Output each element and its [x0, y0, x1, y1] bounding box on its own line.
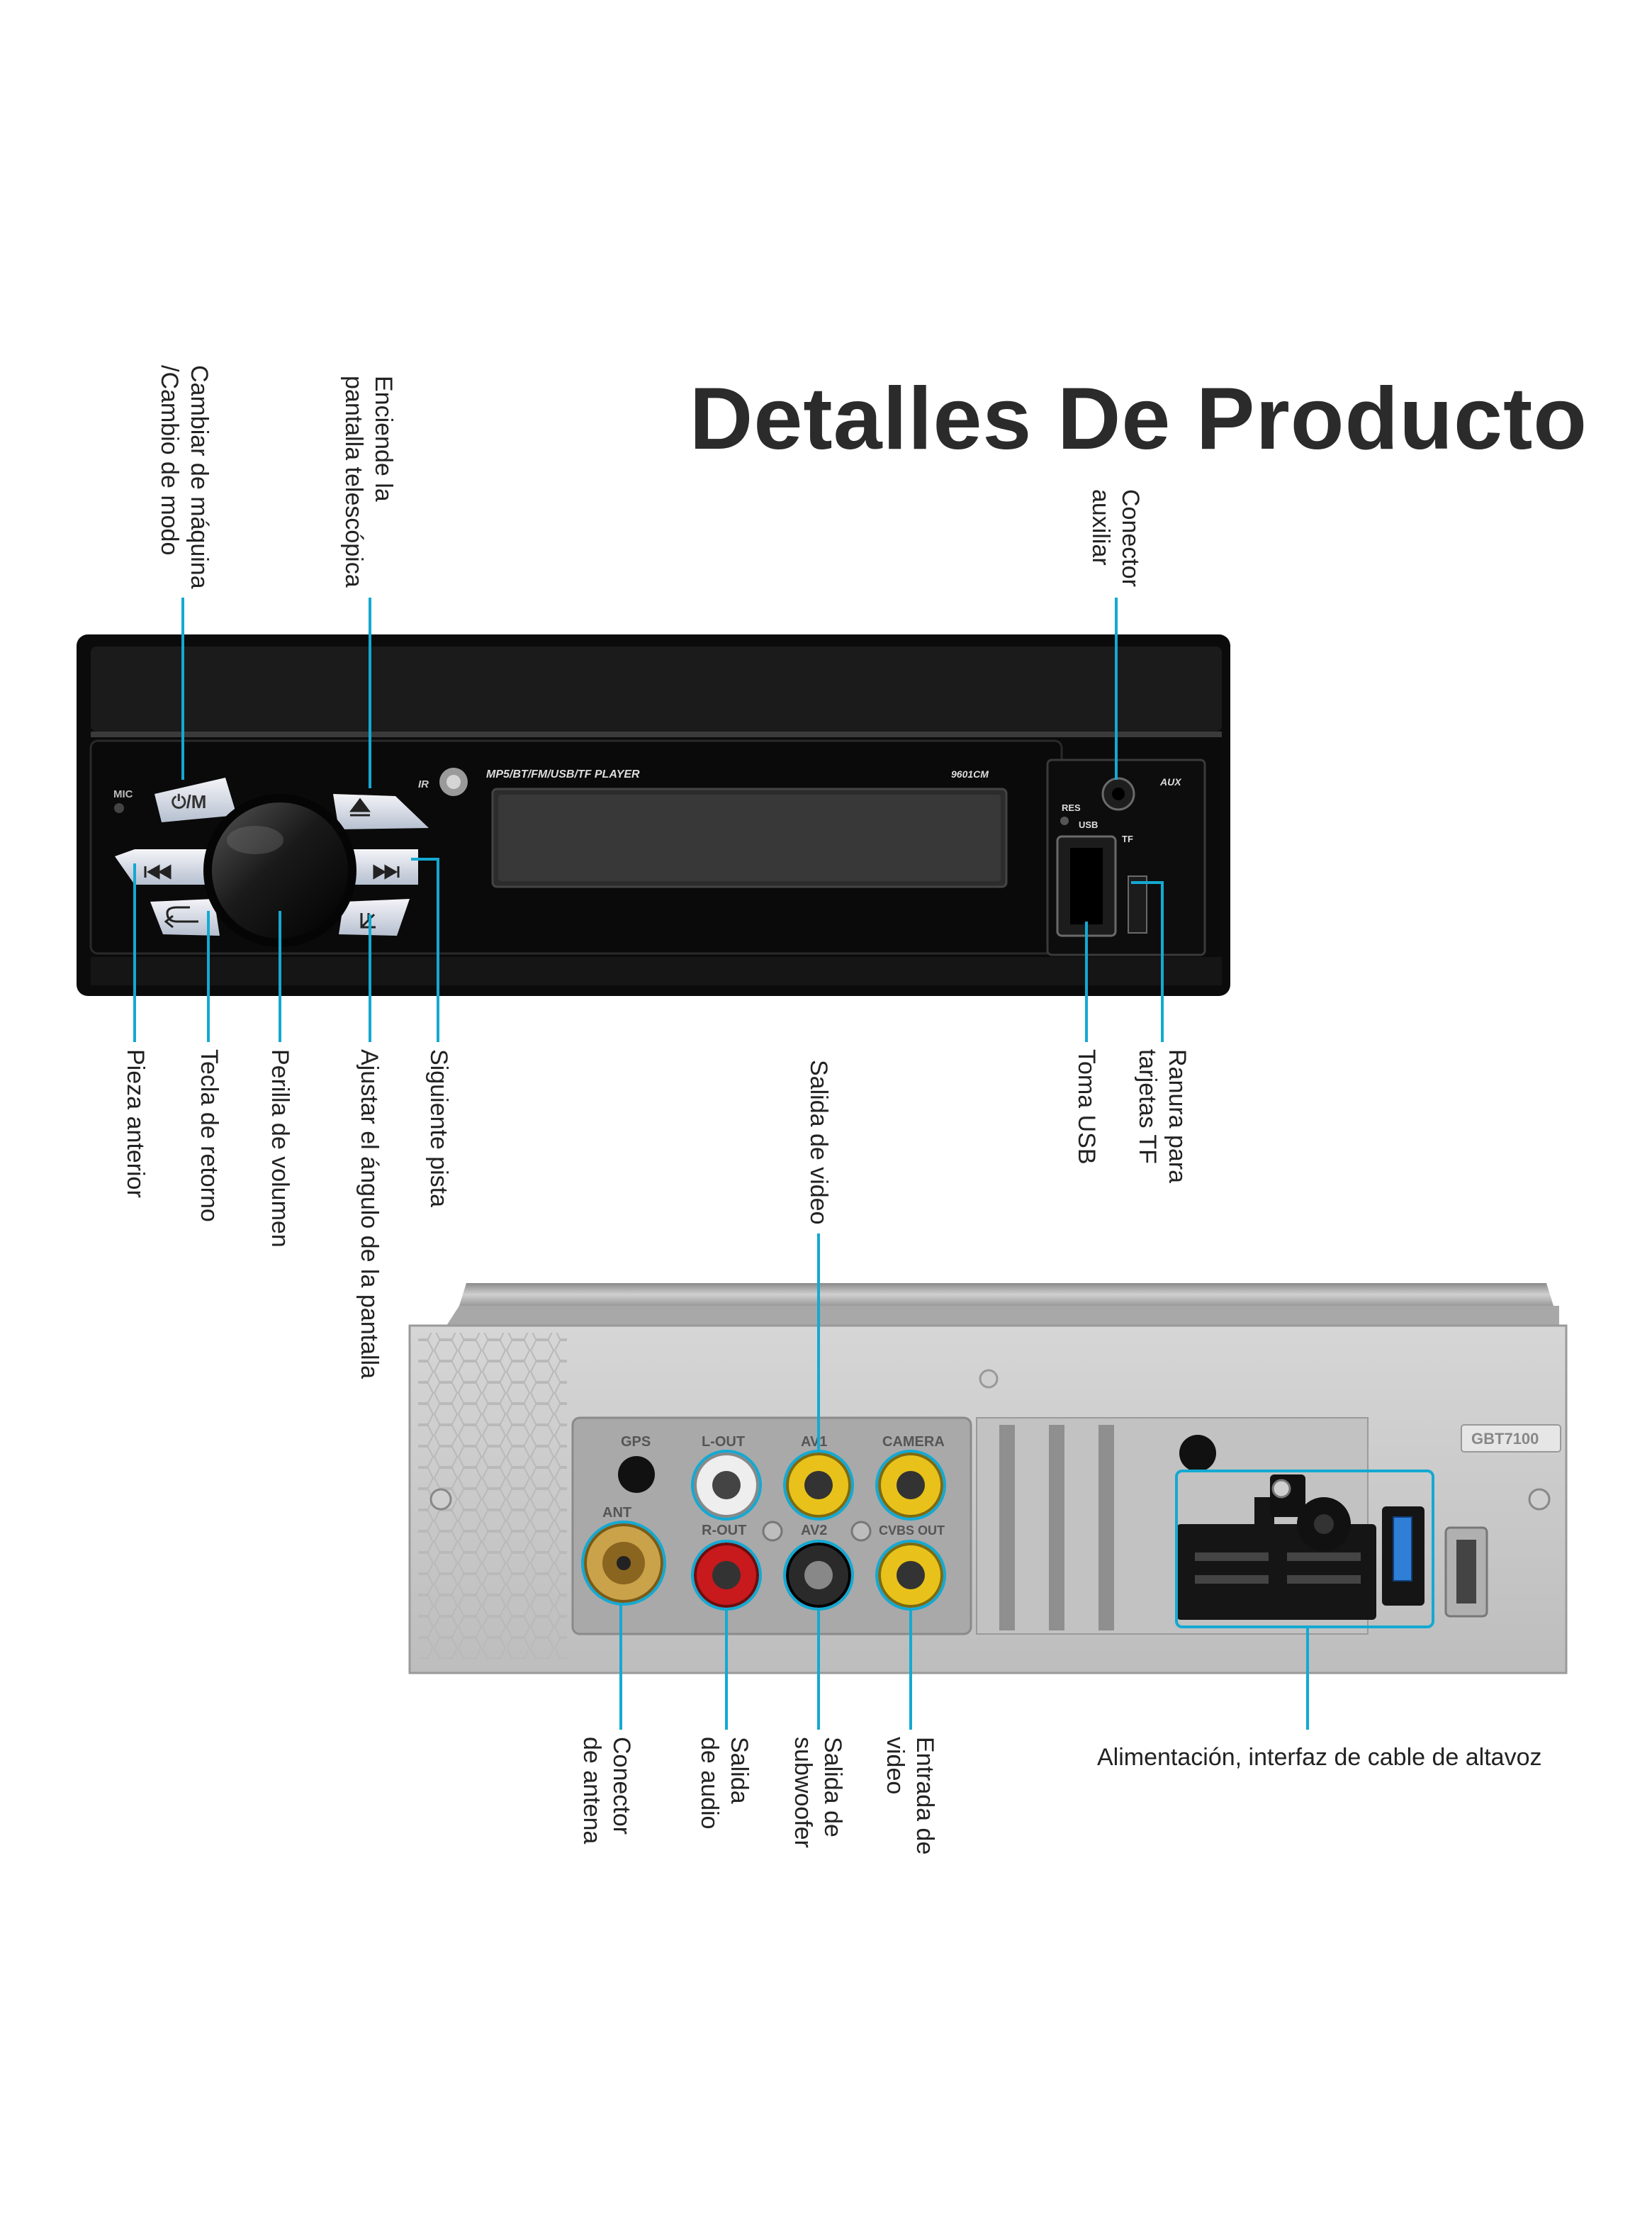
callout-tf-slot: Ranura para tarjetas TF: [1134, 1049, 1191, 1184]
power-speaker-connector[interactable]: [1176, 1474, 1425, 1620]
aux-label: AUX: [1159, 776, 1182, 788]
power-mode-label: ⏻/M: [172, 791, 206, 812]
callout-screen-angle: Ajustar el ángulo de la pantalla: [356, 1049, 383, 1379]
eject-icon: [349, 798, 371, 817]
callout-front-piece: Pieza anterior: [122, 1049, 149, 1198]
brand-line: MP5/BT/FM/USB/TF PLAYER: [486, 768, 640, 780]
callout-video-out: Salida de video: [805, 1060, 832, 1225]
mic-label: MIC: [113, 788, 133, 800]
rca-camera[interactable]: [878, 1453, 943, 1518]
back-button[interactable]: [150, 899, 220, 936]
usb-port[interactable]: [1056, 835, 1117, 937]
tf-card-slot[interactable]: [1128, 875, 1147, 934]
port-label-camera: CAMERA: [882, 1434, 945, 1450]
aux-jack[interactable]: [1101, 777, 1135, 811]
volume-knob[interactable]: [203, 794, 356, 947]
callout-video-in: Entrada de video: [882, 1737, 938, 1855]
callout-next-track: Siguiente pista: [425, 1049, 452, 1208]
port-label-av1: AV1: [801, 1434, 827, 1450]
rca-cvbs-out[interactable]: [878, 1543, 943, 1608]
page-title: Detalles De Producto: [689, 370, 1588, 468]
power-mode-button[interactable]: [154, 778, 237, 822]
port-label-l-out: L-OUT: [702, 1434, 745, 1450]
port-label-ant: ANT: [602, 1505, 631, 1521]
prev-button[interactable]: [115, 849, 207, 885]
next-track-icon: [373, 864, 400, 880]
ir-label: IR: [418, 778, 429, 790]
callout-subwoofer-out: Salida de subwoofer: [790, 1737, 846, 1848]
callout-telescopic-screen: Enciende la pantalla telescópica: [340, 376, 397, 588]
model-label: 9601CM: [951, 768, 989, 780]
callout-antenna: Conector de antena: [578, 1737, 635, 1845]
callout-power-speaker: Alimentación, interfaz de cable de altav…: [1097, 1744, 1542, 1771]
rca-av1[interactable]: [786, 1453, 851, 1518]
callout-volume-knob: Perilla de volumen: [266, 1049, 293, 1248]
rca-av2[interactable]: [786, 1543, 851, 1608]
rear-usb-port[interactable]: [1444, 1526, 1488, 1618]
port-label-av2: AV2: [801, 1523, 827, 1538]
rear-leader-lines: [581, 1233, 1434, 1730]
reset-hole[interactable]: [1060, 817, 1069, 825]
callout-usb-socket: Toma USB: [1073, 1049, 1100, 1165]
callout-audio-out: Salida de audio: [696, 1737, 753, 1830]
back-icon: [164, 906, 198, 929]
front-panel: MIC ⏻/M IR MP5/BT/FM/USB/TF PLAYER 9601C…: [77, 634, 1230, 996]
port-label-gps: GPS: [621, 1434, 651, 1450]
usb-label: USB: [1079, 819, 1098, 830]
callout-aux-connector: Conector auxiliar: [1087, 489, 1144, 587]
model-sticker: GBT7100: [1471, 1430, 1539, 1448]
prev-track-icon: [144, 864, 172, 880]
port-label-r-out: R-OUT: [702, 1523, 746, 1538]
rca-r-out[interactable]: [694, 1543, 759, 1608]
front-leader-lines: [133, 598, 1164, 1042]
angle-button[interactable]: [339, 899, 410, 936]
callout-power-mode: Cambiar de máquina /Cambio de modo: [156, 365, 213, 589]
antenna-port[interactable]: [584, 1523, 663, 1603]
rca-l-out[interactable]: [694, 1453, 759, 1518]
gps-port[interactable]: [618, 1456, 655, 1493]
port-label-cvbs-out: CVBS OUT: [879, 1523, 945, 1538]
tf-label: TF: [1122, 834, 1133, 844]
res-label: RES: [1062, 802, 1081, 813]
rear-panel: GBT7100: [408, 1283, 1568, 1674]
callout-return-key: Tecla de retorno: [196, 1049, 223, 1222]
